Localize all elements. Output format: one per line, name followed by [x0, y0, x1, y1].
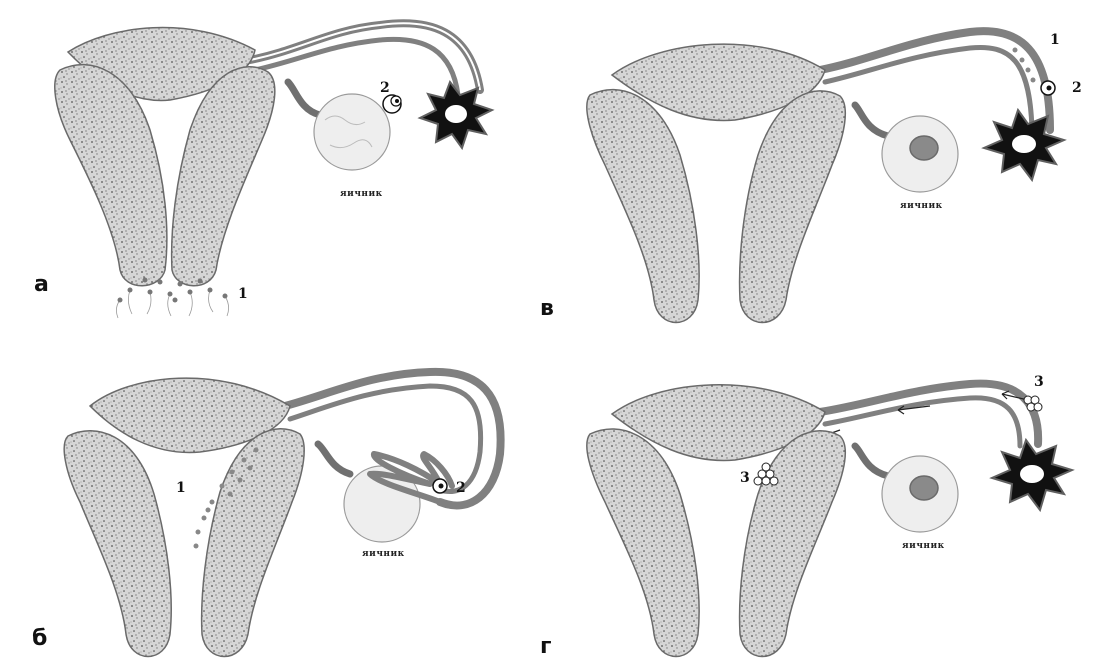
ovary-label: яичник: [900, 201, 943, 211]
ovary-label: яичник: [362, 549, 405, 559]
label-1: 1: [176, 480, 186, 496]
ovary: [314, 94, 390, 170]
label-3-tube: 3: [1034, 374, 1044, 390]
uterus-left-wall: [587, 429, 699, 656]
uterus-right-wall: [740, 431, 846, 657]
corpus-luteum: [910, 476, 938, 500]
label-1: 1: [1050, 32, 1060, 48]
panel-a-drawing: яичник 1 2: [0, 0, 550, 334]
panel-g-drawing: 3 3 яичник: [550, 334, 1100, 668]
embryo-in-tube: [1024, 396, 1042, 411]
label-1: 1: [238, 286, 248, 302]
ovarian-ligament: [318, 444, 350, 474]
label-2: 2: [1072, 80, 1082, 96]
panel-v-drawing: 1 2 яичник: [550, 0, 1100, 334]
panel-letter: а: [34, 272, 49, 297]
fimbriae-opening: [1020, 465, 1044, 483]
uterus-right-wall: [740, 91, 846, 323]
fimbriae-opening: [445, 105, 467, 123]
label-3-uterus: 3: [740, 470, 750, 486]
corpus-luteum: [910, 136, 938, 160]
label-2: 2: [456, 480, 466, 496]
ovarian-ligament: [855, 105, 888, 136]
panel-v: 1 2 яичник в: [550, 0, 1100, 334]
ovary-label: яичник: [902, 541, 945, 551]
uterus-right-wall: [202, 429, 305, 657]
uterus-right-wall: [172, 67, 275, 286]
egg-nucleus: [1047, 86, 1052, 91]
fimbriae-opening: [1012, 135, 1036, 153]
uterus-left-wall: [64, 431, 171, 657]
panel-g: 3 3 яичник г: [550, 334, 1100, 668]
panel-a: яичник 1 2 а: [0, 0, 550, 334]
egg-nucleus: [439, 484, 444, 489]
ovarian-ligament: [855, 446, 888, 476]
ovary-label: яичник: [340, 189, 383, 199]
ovarian-ligament: [288, 82, 320, 115]
panel-letter: г: [540, 634, 552, 659]
label-2: 2: [380, 80, 390, 96]
uterus-left-wall: [587, 90, 699, 323]
panel-b-drawing: 1 2 яичник: [0, 334, 550, 668]
panel-letter: б: [32, 626, 47, 651]
panel-letter: в: [540, 296, 554, 321]
panel-b: 1 2 яичник б: [0, 334, 550, 668]
egg-nucleus: [395, 99, 399, 103]
